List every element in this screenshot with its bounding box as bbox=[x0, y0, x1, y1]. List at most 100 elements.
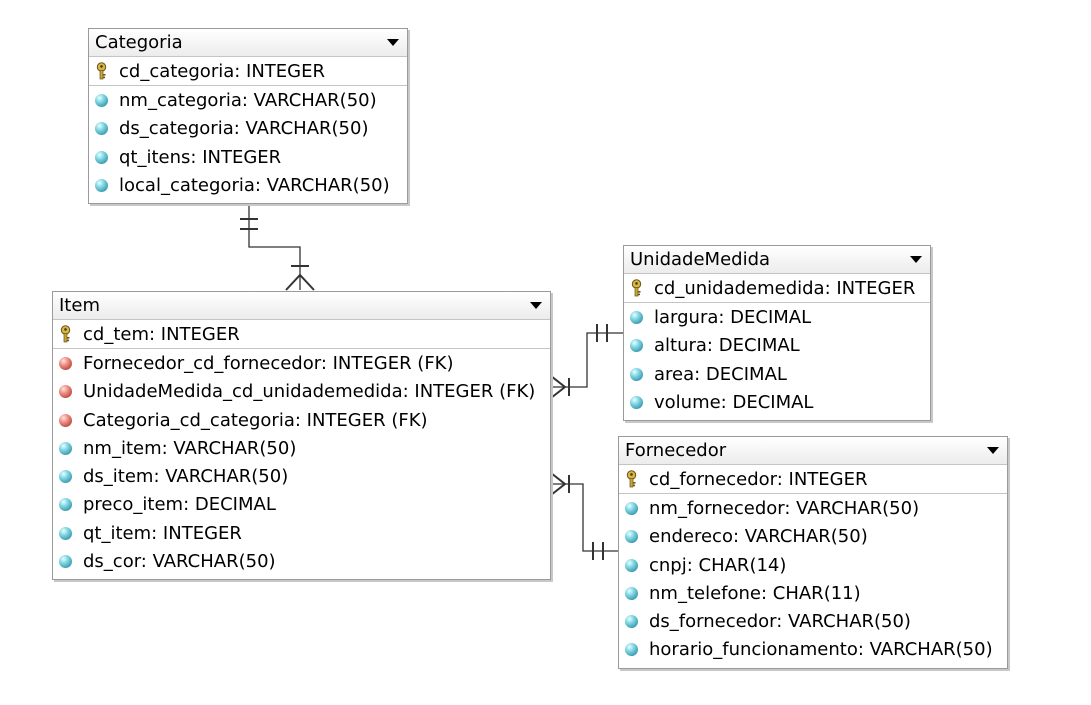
attribute-row[interactable]: cd_unidademedida: INTEGER bbox=[624, 274, 930, 302]
attribute-icon bbox=[625, 558, 638, 572]
attribute-row[interactable]: qt_item: INTEGER bbox=[53, 519, 550, 547]
attribute-icon bbox=[95, 178, 108, 192]
crowfoot-item-right-1 bbox=[550, 375, 567, 399]
attribute-icon bbox=[95, 93, 108, 107]
attribute-icon bbox=[630, 310, 643, 324]
relationship-line-fornecedor-item bbox=[550, 483, 618, 552]
crowfoot-item-right-2 bbox=[550, 472, 567, 496]
attribute-list: largura: DECIMAL altura: DECIMAL area: D… bbox=[624, 303, 930, 416]
foreign-key-icon bbox=[59, 356, 72, 370]
attribute-row[interactable]: nm_telefone: CHAR(11) bbox=[619, 579, 1007, 607]
attribute-icon bbox=[59, 470, 72, 484]
attribute-label: altura: DECIMAL bbox=[654, 335, 800, 357]
attribute-row[interactable]: cd_categoria: INTEGER bbox=[89, 57, 407, 85]
foreign-key-icon bbox=[59, 413, 72, 427]
attribute-row[interactable]: ds_item: VARCHAR(50) bbox=[53, 462, 550, 490]
entity-header[interactable]: UnidadeMedida bbox=[624, 246, 930, 274]
attribute-list: nm_categoria: VARCHAR(50) ds_categoria: … bbox=[89, 86, 407, 199]
attribute-label: nm_categoria: VARCHAR(50) bbox=[119, 89, 377, 111]
attribute-label: cd_fornecedor: INTEGER bbox=[649, 468, 868, 490]
attribute-row[interactable]: local_categoria: VARCHAR(50) bbox=[89, 171, 407, 199]
attribute-label: ds_item: VARCHAR(50) bbox=[83, 466, 289, 488]
entity-title: Fornecedor bbox=[625, 440, 727, 461]
attribute-label: largura: DECIMAL bbox=[654, 306, 812, 328]
entity-fornecedor[interactable]: Fornecedor cd_fornecedor: INTEGER nm_for… bbox=[618, 436, 1008, 669]
attribute-label: local_categoria: VARCHAR(50) bbox=[119, 174, 390, 196]
key-icon bbox=[626, 470, 637, 488]
attribute-list: Fornecedor_cd_fornecedor: INTEGER (FK) U… bbox=[53, 349, 550, 575]
attribute-row[interactable]: volume: DECIMAL bbox=[624, 388, 930, 416]
attribute-label: horario_funcionamento: VARCHAR(50) bbox=[649, 639, 993, 661]
attribute-row[interactable]: ds_cor: VARCHAR(50) bbox=[53, 547, 550, 575]
attribute-row[interactable]: nm_fornecedor: VARCHAR(50) bbox=[619, 494, 1007, 522]
entity-title: UnidadeMedida bbox=[630, 249, 771, 270]
primary-key-section: cd_unidademedida: INTEGER bbox=[624, 274, 930, 304]
attribute-row[interactable]: ds_fornecedor: VARCHAR(50) bbox=[619, 607, 1007, 635]
attribute-row[interactable]: preco_item: DECIMAL bbox=[53, 491, 550, 519]
attribute-icon bbox=[59, 555, 72, 569]
attribute-label: nm_fornecedor: VARCHAR(50) bbox=[649, 497, 920, 519]
attribute-row[interactable]: largura: DECIMAL bbox=[624, 303, 930, 331]
attribute-label: nm_item: VARCHAR(50) bbox=[83, 437, 297, 459]
attribute-row[interactable]: nm_categoria: VARCHAR(50) bbox=[89, 86, 407, 114]
key-icon bbox=[60, 325, 71, 343]
dropdown-arrow-icon[interactable] bbox=[387, 39, 399, 46]
attribute-row[interactable]: UnidadeMedida_cd_unidademedida: INTEGER … bbox=[53, 378, 550, 406]
attribute-label: volume: DECIMAL bbox=[654, 391, 814, 413]
attribute-list: nm_fornecedor: VARCHAR(50) endereco: VAR… bbox=[619, 494, 1007, 664]
attribute-label: qt_itens: INTEGER bbox=[119, 146, 282, 168]
attribute-row[interactable]: altura: DECIMAL bbox=[624, 332, 930, 360]
attribute-icon bbox=[95, 122, 108, 136]
relationship-line-unidademedida-item bbox=[550, 332, 623, 388]
attribute-label: area: DECIMAL bbox=[654, 363, 787, 385]
primary-key-section: cd_tem: INTEGER bbox=[53, 320, 550, 350]
attribute-row[interactable]: Categoria_cd_categoria: INTEGER (FK) bbox=[53, 406, 550, 434]
attribute-label: cd_tem: INTEGER bbox=[83, 323, 240, 345]
attribute-label: nm_telefone: CHAR(11) bbox=[649, 582, 861, 604]
entity-header[interactable]: Categoria bbox=[89, 29, 407, 57]
attribute-icon bbox=[59, 526, 72, 540]
entity-header[interactable]: Fornecedor bbox=[619, 437, 1007, 465]
attribute-row[interactable]: cd_tem: INTEGER bbox=[53, 320, 550, 348]
attribute-label: Fornecedor_cd_fornecedor: INTEGER (FK) bbox=[83, 352, 454, 374]
attribute-icon bbox=[625, 586, 638, 600]
primary-key-section: cd_fornecedor: INTEGER bbox=[619, 465, 1007, 495]
dropdown-arrow-icon[interactable] bbox=[530, 302, 542, 309]
attribute-row[interactable]: area: DECIMAL bbox=[624, 360, 930, 388]
entity-title: Categoria bbox=[95, 32, 183, 53]
attribute-icon bbox=[59, 498, 72, 512]
key-icon bbox=[631, 279, 642, 297]
attribute-icon bbox=[630, 339, 643, 353]
entity-item[interactable]: Item cd_tem: INTEGER Fornecedor_cd_forne… bbox=[52, 291, 551, 580]
attribute-label: cnpj: CHAR(14) bbox=[649, 554, 787, 576]
attribute-row[interactable]: cnpj: CHAR(14) bbox=[619, 551, 1007, 579]
key-icon bbox=[96, 62, 107, 80]
dropdown-arrow-icon[interactable] bbox=[987, 447, 999, 454]
attribute-label: qt_item: INTEGER bbox=[83, 522, 242, 544]
attribute-label: ds_categoria: VARCHAR(50) bbox=[119, 118, 369, 140]
attribute-label: ds_cor: VARCHAR(50) bbox=[83, 551, 276, 573]
dropdown-arrow-icon[interactable] bbox=[910, 256, 922, 263]
attribute-label: Categoria_cd_categoria: INTEGER (FK) bbox=[83, 409, 428, 431]
attribute-label: cd_categoria: INTEGER bbox=[119, 60, 326, 82]
attribute-row[interactable]: Fornecedor_cd_fornecedor: INTEGER (FK) bbox=[53, 349, 550, 377]
primary-key-section: cd_categoria: INTEGER bbox=[89, 57, 407, 87]
entity-header[interactable]: Item bbox=[53, 292, 550, 320]
entity-title: Item bbox=[59, 295, 100, 316]
attribute-label: endereco: VARCHAR(50) bbox=[649, 526, 868, 548]
attribute-icon bbox=[625, 643, 638, 657]
attribute-row[interactable]: ds_categoria: VARCHAR(50) bbox=[89, 115, 407, 143]
attribute-label: cd_unidademedida: INTEGER bbox=[654, 277, 916, 299]
attribute-row[interactable]: horario_funcionamento: VARCHAR(50) bbox=[619, 636, 1007, 664]
entity-categoria[interactable]: Categoria cd_categoria: INTEGER nm_categ… bbox=[88, 28, 408, 204]
attribute-row[interactable]: cd_fornecedor: INTEGER bbox=[619, 465, 1007, 493]
attribute-row[interactable]: qt_itens: INTEGER bbox=[89, 143, 407, 171]
attribute-icon bbox=[630, 367, 643, 381]
relationship-line-categoria-item bbox=[248, 205, 301, 290]
attribute-row[interactable]: endereco: VARCHAR(50) bbox=[619, 523, 1007, 551]
attribute-icon bbox=[59, 441, 72, 455]
attribute-row[interactable]: nm_item: VARCHAR(50) bbox=[53, 434, 550, 462]
entity-unidademedida[interactable]: UnidadeMedida cd_unidademedida: INTEGER … bbox=[623, 245, 931, 421]
attribute-label: ds_fornecedor: VARCHAR(50) bbox=[649, 611, 911, 633]
